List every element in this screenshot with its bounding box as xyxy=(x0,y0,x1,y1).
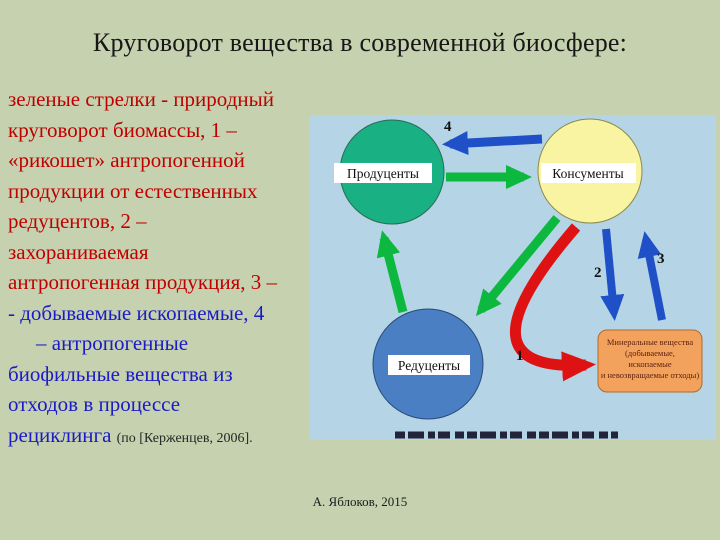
consumers-label-box xyxy=(541,163,636,183)
description-lines: зеленые стрелки - природный круговорот би… xyxy=(8,84,310,420)
description-line: – антропогенные xyxy=(8,328,310,359)
description-line-text: биофильные вещества из xyxy=(8,361,233,386)
reducers-label-box xyxy=(388,355,470,375)
minerals-box xyxy=(597,329,703,393)
author-credit: А. Яблоков, 2015 xyxy=(312,494,408,509)
description-line-text: редуцентов, 2 – xyxy=(8,209,147,233)
source-citation: (по [Керженцев, 2006]. xyxy=(116,430,253,446)
minerals-label-line3: ископаемые xyxy=(628,359,671,369)
description-text: зеленые стрелки - природный круговорот би… xyxy=(8,84,310,454)
arrow-number-3: 3 xyxy=(657,251,665,267)
description-line: антропогенная продукция, 3 – xyxy=(8,267,310,298)
description-line-text: зеленые стрелки - природный xyxy=(8,87,274,111)
consumers-to-reducers-arrow xyxy=(475,215,561,317)
ricochet-arrow-1 xyxy=(509,223,596,382)
arrow-number-1: 1 xyxy=(516,348,524,364)
reducers-label: Редуценты xyxy=(398,358,460,373)
description-line: отходов в процессе xyxy=(8,389,310,420)
description-line: продукции от естественных xyxy=(8,176,310,207)
producers-label-box xyxy=(334,163,432,183)
minerals-label-line4: и невозвращаемые отходы) xyxy=(601,370,699,380)
description-line-text: «рикошет» антропогенной xyxy=(8,148,245,172)
mining-arrow-3 xyxy=(637,231,666,321)
reducers-to-producers-arrow xyxy=(376,230,408,314)
biosphere-cycle-diagram: Продуценты Консументы Редуценты Минераль… xyxy=(310,115,716,440)
description-line-text: захораниваемая xyxy=(8,239,149,264)
description-line: захораниваемая xyxy=(8,237,310,268)
description-line: - добываемые ископаемые, 4 xyxy=(8,298,310,329)
recycling-arrow-4 xyxy=(442,131,543,156)
description-line: редуцентов, 2 – xyxy=(8,206,310,237)
description-line: зеленые стрелки - природный xyxy=(8,84,310,115)
description-last-line: рециклинга (по [Керженцев, 2006]. xyxy=(8,420,310,455)
recycling-word: рециклинга xyxy=(8,422,117,447)
minerals-label-line2: (добываемые, xyxy=(625,348,675,358)
minerals-label-line1: Минеральные вещества xyxy=(607,337,693,347)
description-line-text: продукции от естественных xyxy=(8,178,258,203)
description-line: биофильные вещества из xyxy=(8,359,310,390)
burial-arrow-2 xyxy=(600,228,625,321)
arrow-number-4: 4 xyxy=(444,119,452,135)
slide-title: Круговорот вещества в современной биосфе… xyxy=(92,28,628,57)
description-line-text: круговорот биомассы, 1 – xyxy=(8,117,237,142)
description-line-text: антропогенная продукция, 3 – xyxy=(8,270,278,294)
description-line-text: - добываемые ископаемые, 4 xyxy=(8,300,265,325)
consumers-label: Консументы xyxy=(552,166,623,181)
description-line-text: – антропогенные xyxy=(36,331,189,355)
description-line-text: отходов в процессе xyxy=(8,392,181,416)
producers-label: Продуценты xyxy=(347,166,419,181)
arrow-number-2: 2 xyxy=(594,265,602,281)
description-line: круговорот биомассы, 1 – xyxy=(8,115,310,146)
description-line: «рикошет» антропогенной xyxy=(8,145,310,176)
